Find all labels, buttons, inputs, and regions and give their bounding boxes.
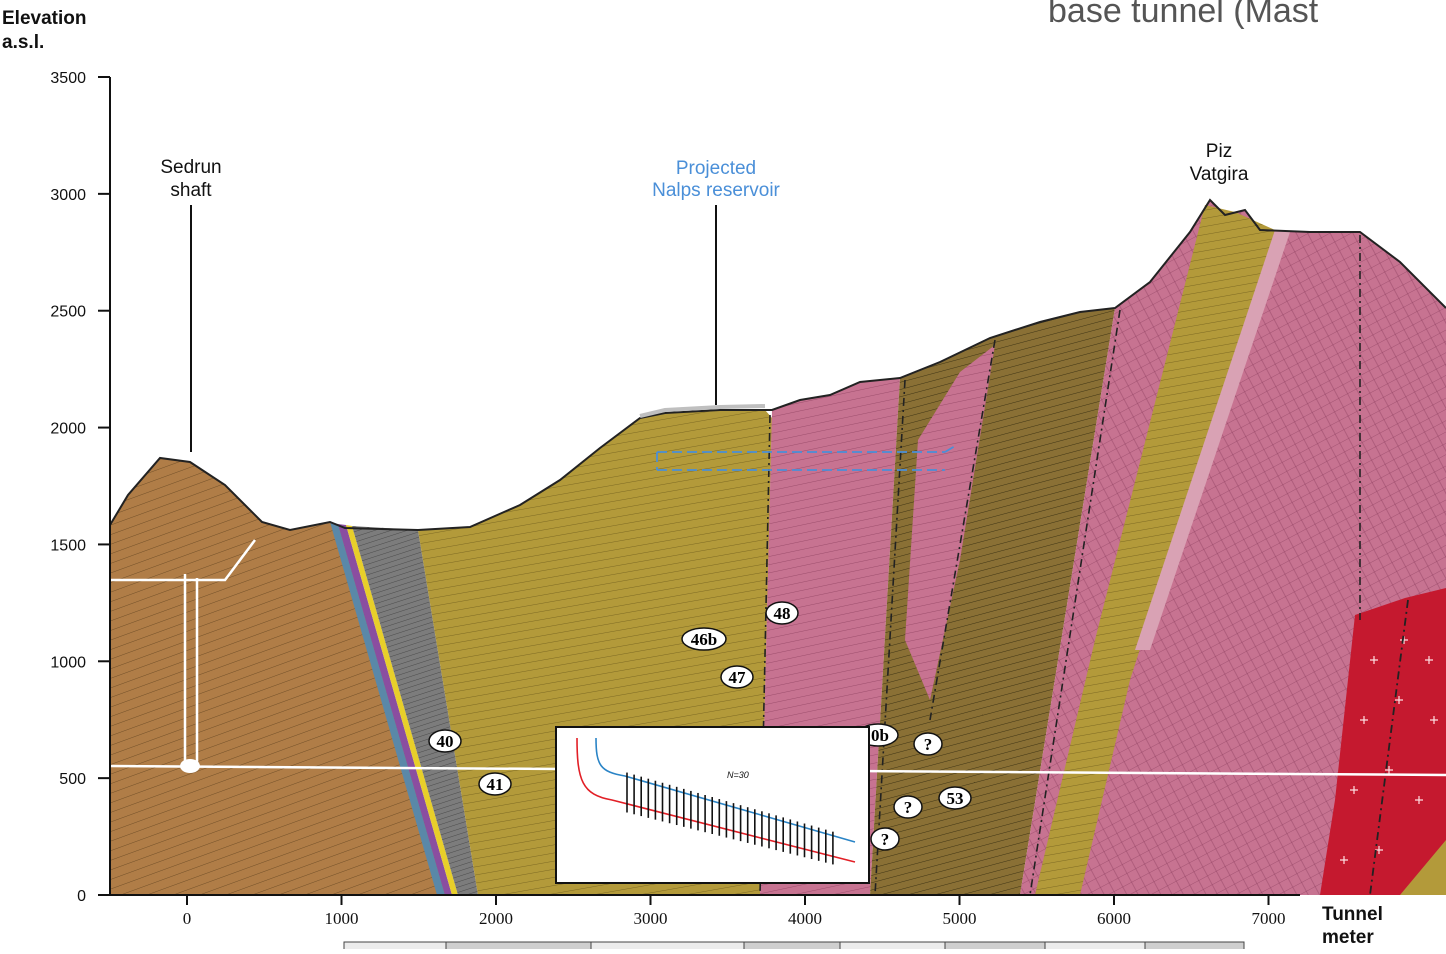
tunnel-ticks: 0 1000 2000 3000 4000 5000 6000 7000 bbox=[183, 895, 1286, 928]
callout-nalps: Projected Nalps reservoir bbox=[652, 158, 781, 405]
svg-text:40: 40 bbox=[437, 732, 454, 751]
svg-text:?: ? bbox=[904, 798, 913, 817]
inset-blue-curve bbox=[595, 737, 856, 843]
inset-annotation: N=30 bbox=[727, 770, 749, 780]
nalps-label-line1: Projected bbox=[676, 158, 756, 179]
inset-tick-marks bbox=[626, 772, 834, 865]
tunnel-tick-label: 3000 bbox=[634, 909, 668, 928]
pink-unit-east bbox=[1020, 200, 1446, 895]
brown-unit bbox=[110, 458, 450, 895]
tunnel-tick-label: 6000 bbox=[1097, 909, 1131, 928]
olive-band-east bbox=[1035, 205, 1275, 895]
callout-sedrun: Sedrun shaft bbox=[160, 157, 222, 452]
unit-marker-53: 53 bbox=[938, 786, 972, 810]
callout-piz-vatgira: Piz Vatgira bbox=[1190, 141, 1249, 185]
page-title-fragment: base tunnel (Mast bbox=[1048, 0, 1319, 30]
yellow-corner bbox=[1400, 840, 1446, 895]
unit-marker-46b: 46b bbox=[681, 627, 727, 651]
granite-crosses bbox=[1340, 636, 1438, 864]
elevation-tick-label: 2500 bbox=[50, 304, 86, 321]
tunnel-axis-label-line2: meter bbox=[1322, 927, 1374, 948]
tunnel-tick-label: 5000 bbox=[943, 909, 977, 928]
elevation-axis: Elevation a.s.l. 3500 3000 2500 2000 1500 100… bbox=[2, 8, 111, 905]
tunnel-axis-label-line1: Tunnel bbox=[1322, 904, 1383, 925]
svg-text:41: 41 bbox=[487, 775, 504, 794]
elevation-tick-label: 0 bbox=[77, 888, 86, 905]
elevation-tick-label: 1000 bbox=[50, 654, 86, 671]
granite-unit bbox=[1320, 588, 1446, 896]
unit-markers: 40 41 46b 47 48 0b 53 ? bbox=[428, 601, 972, 851]
svg-text:0b: 0b bbox=[871, 726, 889, 745]
unit-marker-48: 48 bbox=[765, 601, 799, 625]
tunnel-tick-label: 1000 bbox=[325, 909, 359, 928]
gray-unit bbox=[352, 526, 478, 895]
tunnel-tick-label: 7000 bbox=[1252, 909, 1286, 928]
blue-band bbox=[330, 522, 445, 895]
unit-marker-q2: ? bbox=[893, 795, 923, 819]
yellow-band bbox=[346, 525, 458, 895]
tunnel-tick-label: 0 bbox=[183, 909, 192, 928]
elevation-tick-label: 3500 bbox=[50, 70, 86, 87]
purple-band bbox=[338, 524, 452, 895]
svg-text:47: 47 bbox=[729, 668, 747, 687]
unit-marker-q3: ? bbox=[870, 827, 900, 851]
sedrun-shaft bbox=[110, 539, 256, 765]
svg-text:?: ? bbox=[924, 735, 933, 754]
svg-text:46b: 46b bbox=[691, 630, 717, 649]
nalps-label-line2: Nalps reservoir bbox=[652, 180, 780, 201]
elevation-ticks: 3500 3000 2500 2000 1500 1000 500 0 bbox=[50, 70, 110, 905]
shaft-base-marker bbox=[180, 759, 200, 773]
sedrun-label-line1: Sedrun bbox=[160, 157, 221, 178]
bottom-strip bbox=[343, 941, 1245, 953]
svg-text:?: ? bbox=[881, 830, 890, 849]
sedrun-label-line2: shaft bbox=[170, 180, 212, 201]
elevation-tick-label: 3000 bbox=[50, 187, 86, 204]
elevation-axis-label-line2: a.s.l. bbox=[2, 32, 44, 53]
svg-text:48: 48 bbox=[774, 604, 791, 623]
elevation-tick-label: 1500 bbox=[50, 537, 86, 554]
elevation-tick-label: 500 bbox=[59, 771, 86, 788]
inset-plot: N=30 bbox=[555, 726, 870, 884]
piz-label-line1: Piz bbox=[1206, 141, 1232, 162]
unit-marker-40: 40 bbox=[428, 729, 462, 753]
light-pink-band bbox=[1135, 230, 1290, 650]
svg-text:53: 53 bbox=[947, 789, 964, 808]
tunnel-tick-label: 2000 bbox=[479, 909, 513, 928]
unit-marker-41: 41 bbox=[478, 772, 512, 796]
inset-red-curve bbox=[576, 737, 856, 863]
topographic-surface bbox=[109, 198, 1446, 532]
piz-label-line2: Vatgira bbox=[1190, 164, 1249, 185]
unit-marker-47: 47 bbox=[720, 665, 754, 689]
tunnel-axis: 0 1000 2000 3000 4000 5000 6000 7000 Tunnel met… bbox=[110, 894, 1383, 948]
elevation-tick-label: 2000 bbox=[50, 421, 86, 438]
tunnel-tick-label: 4000 bbox=[788, 909, 822, 928]
elevation-axis-label-line1: Elevation bbox=[2, 8, 86, 29]
unit-marker-q1: ? bbox=[913, 732, 943, 756]
nalps-reservoir-outline bbox=[656, 445, 956, 471]
